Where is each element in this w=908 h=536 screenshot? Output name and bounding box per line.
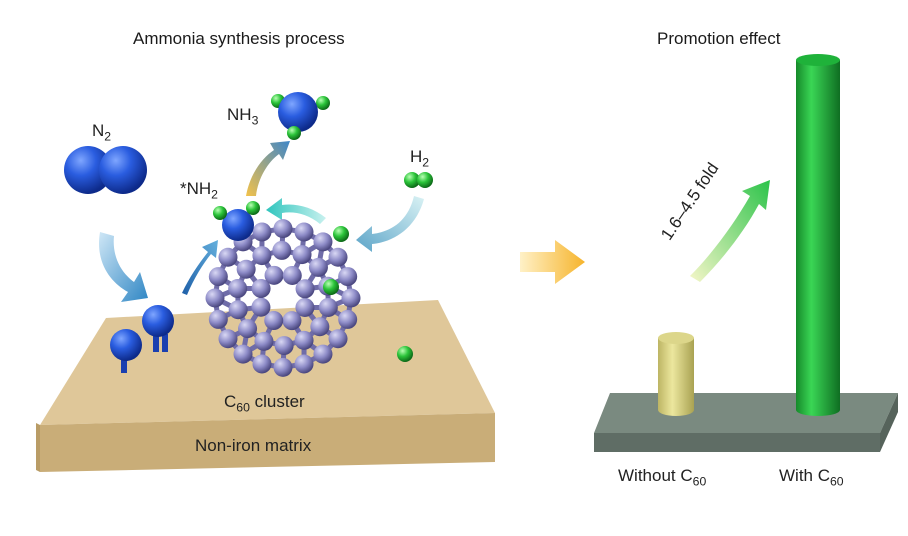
- surface-to-cluster-arrow: [182, 240, 218, 295]
- carbon-atom: [272, 240, 292, 260]
- carbon-atom: [252, 246, 272, 266]
- n2-molecule: [64, 146, 147, 194]
- n2-adsorption-arrow: [99, 232, 148, 302]
- nh3-molecule: [271, 92, 330, 140]
- fold-increase-arrow: [690, 180, 770, 282]
- carbon-atom: [338, 267, 358, 287]
- carbon-atom: [208, 267, 228, 287]
- carbon-atom: [294, 222, 314, 242]
- hydrogen-atom: [333, 226, 349, 242]
- hydrogen-atom: [397, 346, 413, 362]
- carbon-atom: [254, 331, 274, 351]
- carbon-atom: [294, 354, 314, 374]
- process-to-effect-arrow: [520, 240, 585, 284]
- carbon-atom: [205, 288, 225, 308]
- carbon-atom: [295, 298, 315, 318]
- nh3-label: NH3: [227, 105, 259, 128]
- carbon-atom: [294, 330, 314, 350]
- carbon-atom: [274, 336, 294, 356]
- bar-top-ellipse: [658, 332, 694, 344]
- bar-top-ellipse: [796, 54, 840, 66]
- category-label-without: Without C60: [618, 466, 707, 489]
- matrix-label: Non-iron matrix: [195, 436, 312, 455]
- carbon-atom: [264, 265, 284, 285]
- carbon-atom: [238, 319, 258, 339]
- carbon-atom: [313, 232, 333, 252]
- carbon-atom: [295, 279, 315, 299]
- n2-label: N2: [92, 121, 112, 144]
- hydrogen-atom: [323, 279, 339, 295]
- nh2-label: *NH2: [180, 179, 218, 202]
- carbon-atom: [328, 329, 348, 349]
- left-panel-title: Ammonia synthesis process: [133, 29, 345, 48]
- carbon-atom: [233, 344, 253, 364]
- right-panel-title: Promotion effect: [657, 29, 781, 48]
- carbon-atom: [236, 259, 256, 279]
- carbon-atom: [282, 265, 302, 285]
- carbon-atom: [264, 311, 284, 331]
- h2-arrow: [356, 196, 424, 252]
- nh2-intermediate: [213, 201, 260, 241]
- carbon-atom: [218, 329, 238, 349]
- carbon-atom: [292, 245, 312, 265]
- carbon-atom: [341, 288, 361, 308]
- h2-molecule: [404, 172, 433, 188]
- carbon-atom: [252, 354, 272, 374]
- carbon-atom: [308, 257, 328, 277]
- bar-group: [658, 54, 840, 416]
- carbon-atom: [208, 309, 228, 329]
- carbon-atom: [318, 297, 338, 317]
- carbon-atom: [251, 278, 271, 298]
- carbon-atom: [218, 247, 238, 267]
- carbon-atom: [310, 317, 330, 337]
- bar-without-c60: [658, 338, 694, 410]
- h2-label: H2: [410, 147, 430, 170]
- carbon-atom: [313, 344, 333, 364]
- category-label-with: With C60: [779, 466, 844, 489]
- carbon-atom: [228, 279, 248, 299]
- carbon-atom: [252, 222, 272, 242]
- c60-cluster-label: C60 cluster: [224, 392, 305, 415]
- hydrogen-transfer-arrow: [266, 198, 326, 224]
- carbon-atom: [273, 219, 293, 239]
- carbon-atom: [228, 300, 248, 320]
- carbon-atom: [282, 311, 302, 331]
- bar-base-ellipse: [796, 404, 840, 416]
- adsorbed-nitrogen-atoms: [110, 305, 174, 373]
- c60-cluster: [205, 219, 361, 377]
- bar-base-ellipse: [658, 404, 694, 416]
- promotion-base-plate: [594, 393, 898, 452]
- carbon-atom: [328, 247, 348, 267]
- carbon-atom: [338, 309, 358, 329]
- nh3-release-arrow: [246, 141, 290, 196]
- carbon-atom: [251, 297, 271, 317]
- carbon-atom: [273, 357, 293, 377]
- bar-with-c60: [796, 60, 840, 410]
